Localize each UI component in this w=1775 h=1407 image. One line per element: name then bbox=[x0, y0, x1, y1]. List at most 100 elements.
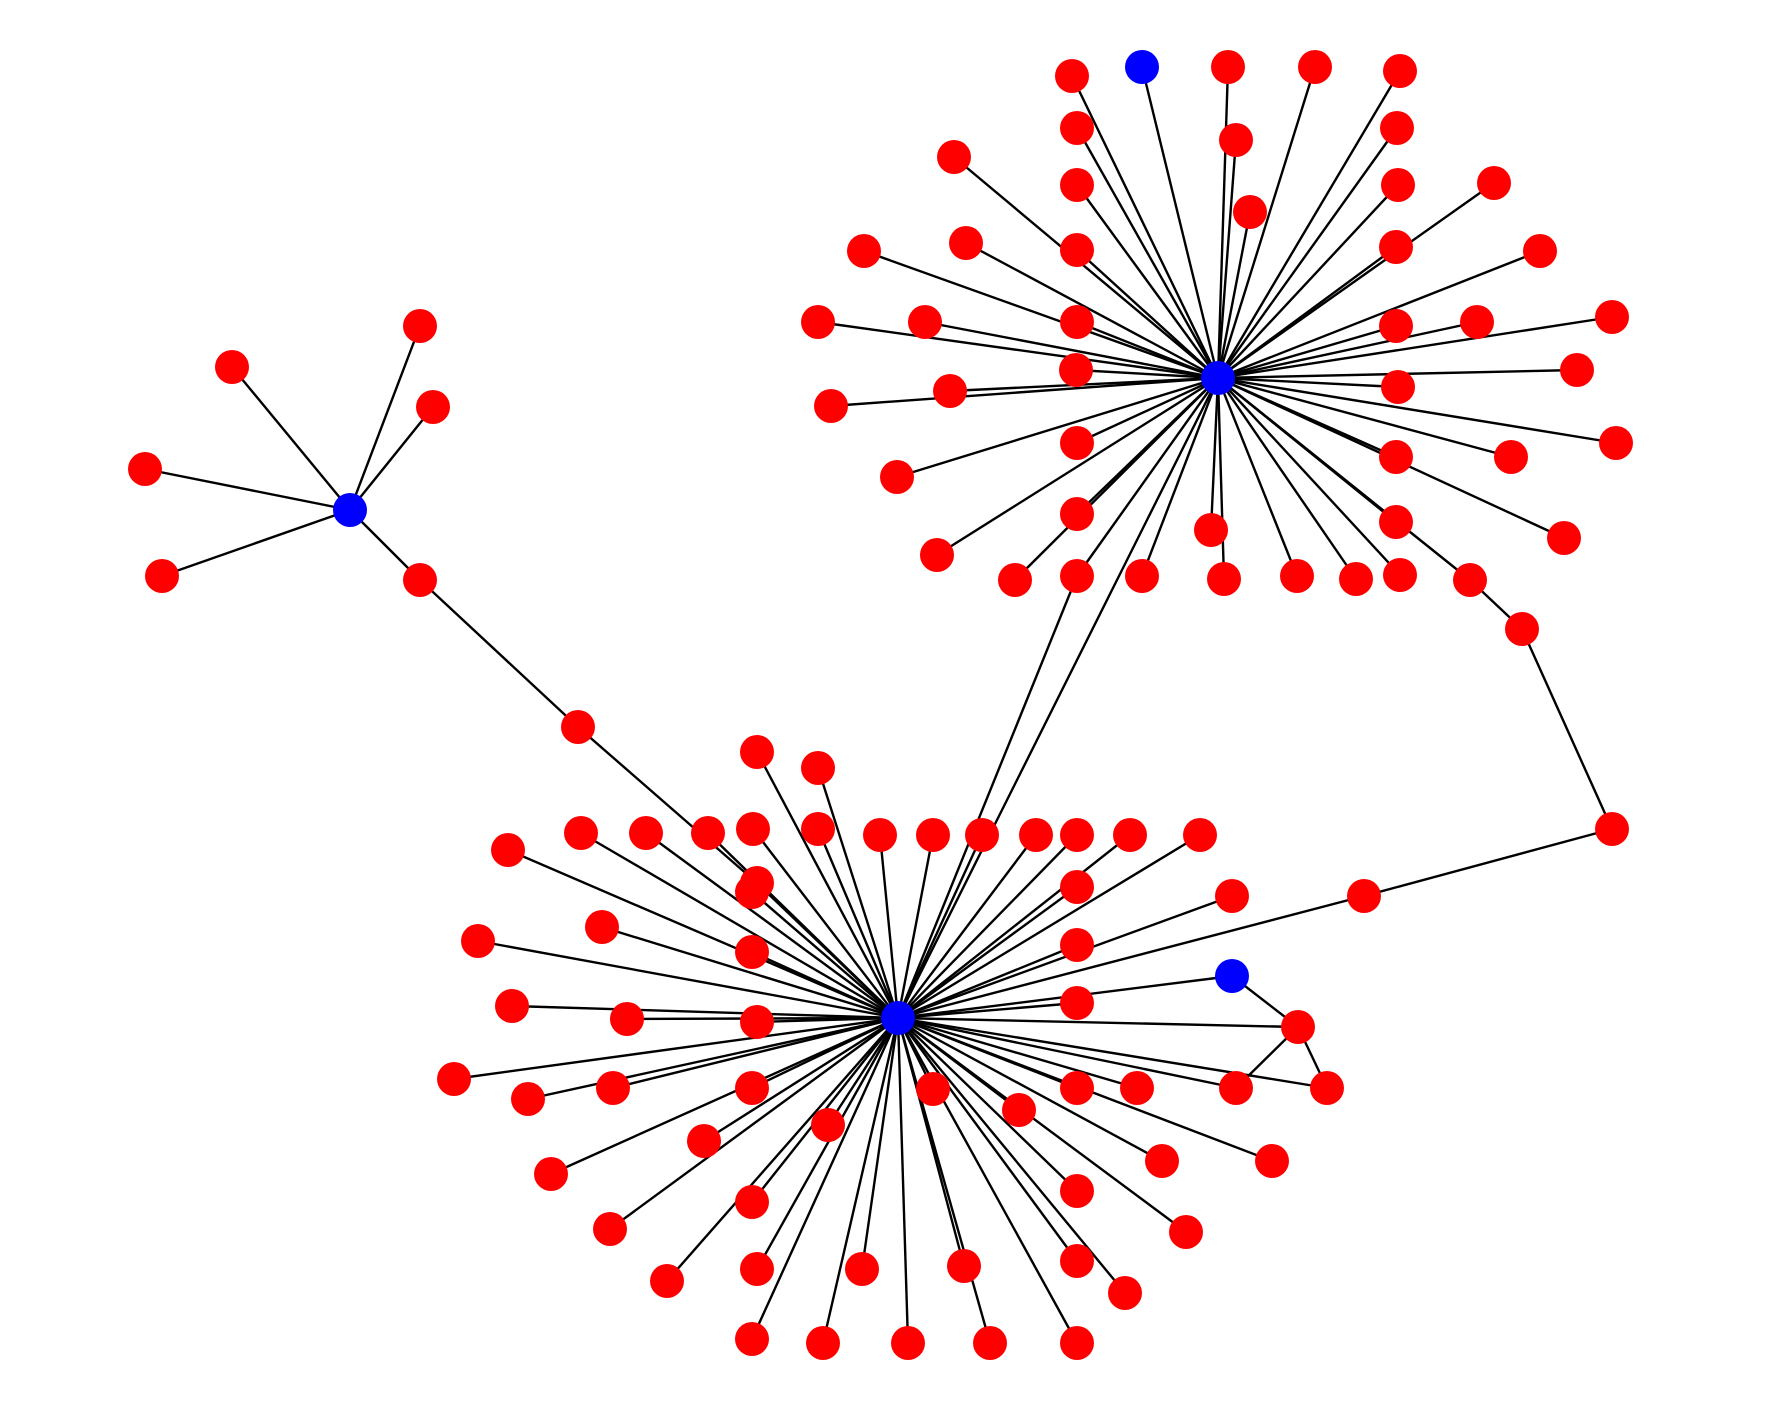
leaf-node bbox=[1233, 195, 1267, 229]
leaf-node bbox=[740, 866, 774, 900]
edge bbox=[609, 1017, 899, 1230]
leaf-node bbox=[416, 390, 450, 424]
leaf-node bbox=[1477, 166, 1511, 200]
hub-bottom-node bbox=[881, 1001, 915, 1035]
edge bbox=[756, 882, 899, 1019]
edge bbox=[1217, 377, 1401, 576]
edge bbox=[897, 1017, 1078, 1262]
leaf-node bbox=[1194, 513, 1228, 547]
edge bbox=[1217, 376, 1399, 389]
leaf-node bbox=[1310, 1071, 1344, 1105]
leaf-node bbox=[880, 460, 914, 494]
leaf-node bbox=[145, 559, 179, 593]
leaf-node bbox=[1383, 558, 1417, 592]
hub-left-node bbox=[333, 493, 367, 527]
leaf-node bbox=[736, 812, 770, 846]
edge bbox=[1217, 246, 1397, 379]
leaf-node bbox=[1281, 1010, 1315, 1044]
edge bbox=[1217, 249, 1541, 380]
edge bbox=[755, 1017, 900, 1270]
leaf-node bbox=[847, 234, 881, 268]
leaf-node bbox=[1108, 1276, 1142, 1310]
edge bbox=[577, 726, 758, 884]
leaf-node bbox=[1280, 559, 1314, 593]
edge bbox=[1217, 376, 1617, 445]
leaf-node bbox=[1494, 440, 1528, 474]
edge bbox=[896, 1017, 1079, 1344]
edge bbox=[896, 834, 935, 1019]
leaf-node bbox=[1211, 50, 1245, 84]
leaf-node bbox=[128, 452, 162, 486]
leaf-node bbox=[965, 818, 999, 852]
edge bbox=[1217, 320, 1478, 380]
leaf-node bbox=[1002, 1093, 1036, 1127]
edge bbox=[1140, 377, 1220, 577]
edge bbox=[419, 579, 579, 728]
edge bbox=[750, 1017, 900, 1340]
leaf-node bbox=[933, 374, 967, 408]
leaf-node bbox=[1145, 1144, 1179, 1178]
edge bbox=[1076, 249, 1219, 379]
leaf-node bbox=[1379, 440, 1413, 474]
edge bbox=[1216, 66, 1230, 379]
leaf-node bbox=[687, 1124, 721, 1158]
leaf-node bbox=[1060, 1071, 1094, 1105]
leaf-node bbox=[1060, 986, 1094, 1020]
edge bbox=[580, 831, 899, 1020]
leaf-node bbox=[1339, 562, 1373, 596]
edge bbox=[755, 751, 900, 1019]
edge bbox=[897, 1016, 1138, 1090]
leaf-node bbox=[1060, 559, 1094, 593]
edge bbox=[897, 834, 1078, 1019]
edge bbox=[1217, 376, 1512, 459]
leaf-node bbox=[585, 910, 619, 944]
edge bbox=[1216, 377, 1299, 577]
leaf-node bbox=[403, 309, 437, 343]
leaf-node bbox=[1379, 230, 1413, 264]
leaf-node bbox=[735, 1071, 769, 1105]
leaf-node bbox=[1019, 818, 1053, 852]
leaf-node bbox=[610, 1002, 644, 1036]
leaf-node bbox=[891, 1326, 925, 1360]
leaf-node bbox=[735, 1185, 769, 1219]
leaf-node bbox=[1547, 521, 1581, 555]
leaf-node bbox=[801, 812, 835, 846]
leaf-node bbox=[1060, 870, 1094, 904]
edge bbox=[550, 1016, 899, 1176]
edge bbox=[897, 1001, 1078, 1020]
node-layer bbox=[128, 50, 1633, 1360]
leaf-node bbox=[1060, 818, 1094, 852]
leaf-node bbox=[735, 935, 769, 969]
leaf-node bbox=[596, 1071, 630, 1105]
edge bbox=[897, 943, 1078, 1020]
edge bbox=[897, 833, 1201, 1020]
edge bbox=[817, 320, 1219, 380]
leaf-node bbox=[740, 735, 774, 769]
leaf-node bbox=[1059, 353, 1093, 387]
edge bbox=[1014, 377, 1219, 581]
leaf-node bbox=[1453, 563, 1487, 597]
leaf-node bbox=[916, 1072, 950, 1106]
leaf-node bbox=[1055, 59, 1089, 93]
leaf-node bbox=[1381, 168, 1415, 202]
edge bbox=[896, 376, 1219, 479]
edge bbox=[965, 241, 1219, 380]
edge bbox=[1216, 211, 1252, 379]
leaf-node bbox=[735, 1322, 769, 1356]
leaf-node bbox=[1219, 123, 1253, 157]
leaf-node bbox=[1379, 505, 1413, 539]
edge bbox=[816, 767, 900, 1019]
leaf-node bbox=[1060, 168, 1094, 202]
leaf-node bbox=[495, 989, 529, 1023]
leaf-node bbox=[937, 140, 971, 174]
leaf-node bbox=[1379, 309, 1413, 343]
edge bbox=[1209, 377, 1220, 531]
leaf-node bbox=[1113, 818, 1147, 852]
edge bbox=[897, 1017, 1187, 1233]
leaf-node bbox=[1505, 612, 1539, 646]
leaf-node bbox=[1381, 370, 1415, 404]
edge bbox=[1216, 139, 1238, 379]
leaf-node bbox=[1060, 111, 1094, 145]
leaf-node bbox=[740, 1005, 774, 1039]
